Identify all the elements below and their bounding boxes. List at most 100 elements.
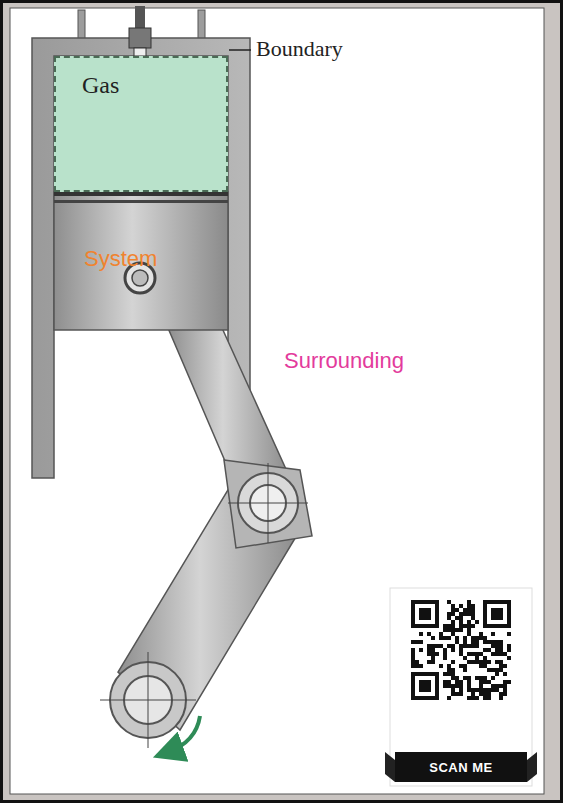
qr-module [451,668,455,672]
qr-module [435,604,439,608]
qr-module [451,608,455,612]
rod-big-end [224,460,312,548]
qr-module [503,672,507,676]
qr-module [495,640,499,644]
qr-module [499,640,503,644]
qr-module [507,604,511,608]
qr-module [467,624,471,628]
qr-module [499,652,503,656]
qr-module [479,632,483,636]
piston-ring [54,200,228,203]
qr-module [419,688,423,692]
qr-module [491,600,495,604]
qr-module [411,680,415,684]
center-line [268,463,269,543]
qr-module [427,684,431,688]
qr-module [411,620,415,624]
qr-module [443,648,447,652]
qr-module [411,692,415,696]
qr-module [483,692,487,696]
badge-ribbon [385,752,395,782]
qr-module [479,660,483,664]
qr-module [431,656,435,660]
qr-module [451,604,455,608]
qr-module [467,684,471,688]
qr-module [471,692,475,696]
qr-module [491,640,495,644]
qr-module [443,628,447,632]
qr-module [491,624,495,628]
qr-module [419,648,423,652]
qr-module [451,672,455,676]
qr-module [491,688,495,692]
qr-module [447,684,451,688]
qr-module [483,600,487,604]
qr-module [467,680,471,684]
qr-module [455,640,459,644]
qr-module [495,616,499,620]
qr-module [495,644,499,648]
qr-module [423,680,427,684]
qr-module [451,692,455,696]
qr-module [447,624,451,628]
qr-module [427,648,431,652]
qr-module [503,684,507,688]
qr-module [427,688,431,692]
qr-module [419,624,423,628]
qr-module [463,636,467,640]
qr-module [431,636,435,640]
qr-module [507,620,511,624]
qr-module [451,628,455,632]
qr-module [451,644,455,648]
qr-module [411,652,415,656]
qr-module [483,620,487,624]
qr-module [435,676,439,680]
qr-module [435,696,439,700]
qr-module [435,652,439,656]
qr-module [471,652,475,656]
qr-module [467,688,471,692]
qr-module [467,644,471,648]
qr-module [435,612,439,616]
qr-module [491,676,495,680]
qr-module [455,628,459,632]
qr-module [459,604,463,608]
qr-module [443,672,447,676]
qr-module [491,612,495,616]
qr-module [475,676,479,680]
qr-module [483,656,487,660]
qr-module [411,684,415,688]
qr-module [479,652,483,656]
piston-pin [132,270,148,286]
qr-module [463,664,467,668]
qr-module [479,664,483,668]
qr-module [499,616,503,620]
qr-module [443,680,447,684]
qr-module [499,644,503,648]
qr-module [423,616,427,620]
qr-module [431,672,435,676]
qr-module [503,688,507,692]
qr-module [479,692,483,696]
qr-module [419,696,423,700]
qr-module [499,648,503,652]
qr-module [447,616,451,620]
qr-module [467,612,471,616]
qr-module [495,660,499,664]
qr-module [471,640,475,644]
qr-module [467,604,471,608]
qr-module [419,600,423,604]
qr-module [455,692,459,696]
qr-module [495,608,499,612]
qr-module [447,680,451,684]
qr-module [483,688,487,692]
qr-module [467,608,471,612]
qr-module [479,676,483,680]
qr-module [435,600,439,604]
qr-module [451,624,455,628]
qr-module [483,696,487,700]
qr-module [415,660,419,664]
leader-line [229,49,251,51]
qr-module [499,664,503,668]
qr-module [491,632,495,636]
